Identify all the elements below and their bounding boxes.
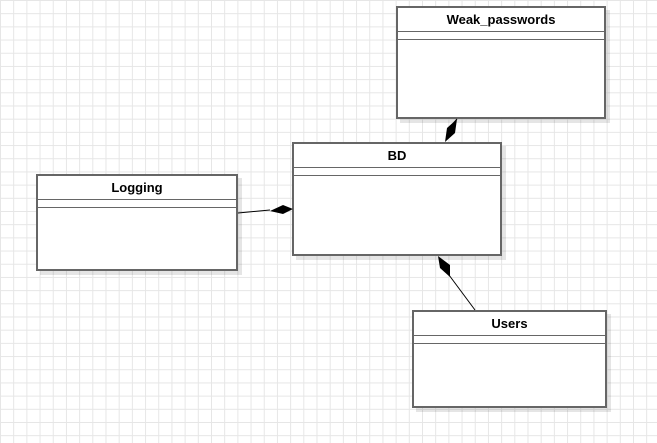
composition-users-bd[interactable] [438,256,476,311]
class-attributes-section [294,168,500,176]
class-name: Weak_passwords [398,8,604,32]
composition-weak-passwords-bd[interactable] [445,118,458,142]
class-name: Logging [38,176,236,200]
class-weak-passwords[interactable]: Weak_passwords [396,6,606,119]
composition-logging-bd[interactable] [237,205,293,214]
connector-line [448,274,476,311]
class-logging[interactable]: Logging [36,174,238,271]
composition-diamond-icon [445,119,457,142]
connector-line [237,209,271,214]
class-attributes-section [38,200,236,208]
composition-diamond-icon [270,205,293,214]
composition-diamond-icon [438,256,450,277]
class-name: BD [294,144,500,168]
class-attributes-section [414,336,605,344]
class-bd[interactable]: BD [292,142,502,256]
class-name: Users [414,312,605,336]
class-users[interactable]: Users [412,310,607,408]
class-attributes-section [398,32,604,40]
